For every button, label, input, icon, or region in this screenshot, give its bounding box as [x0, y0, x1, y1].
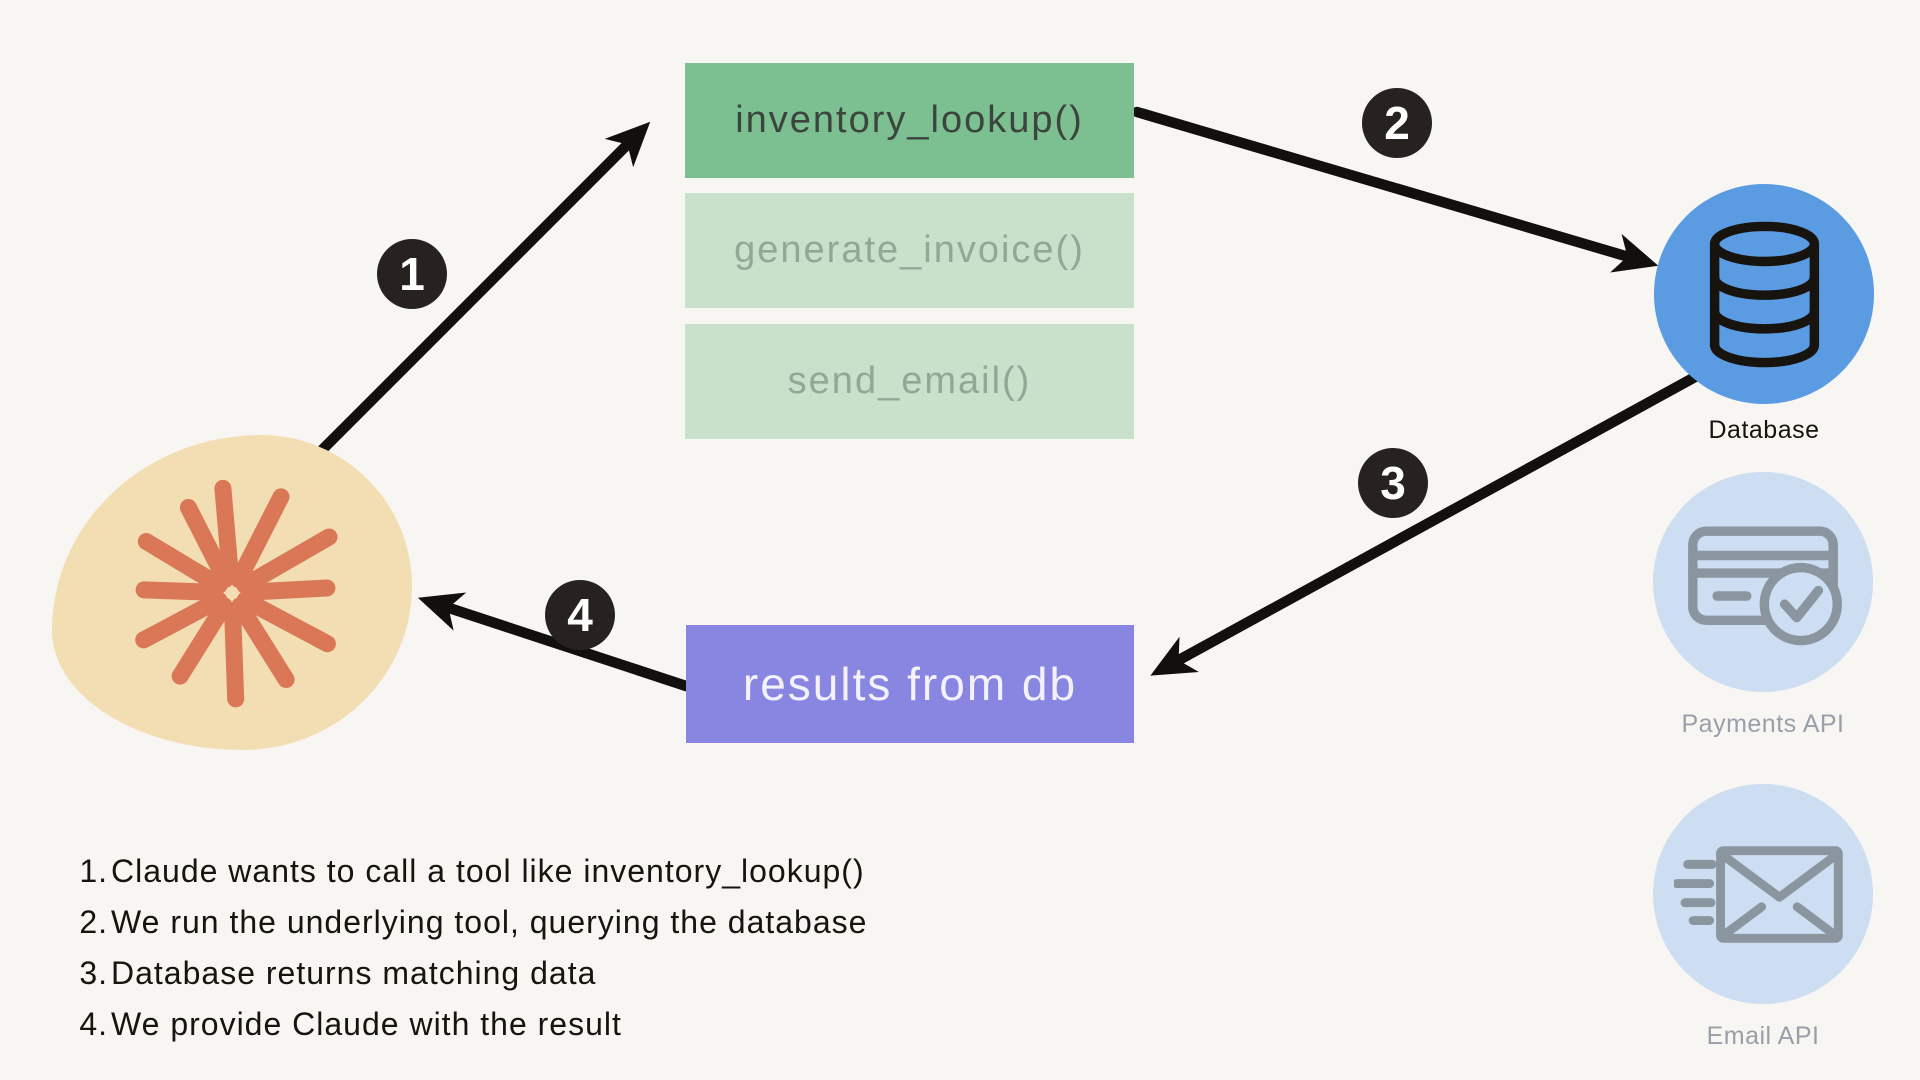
- step-badge-4: 4: [545, 580, 615, 650]
- service-label-email: Email API: [1706, 1022, 1820, 1050]
- database-icon: [1654, 184, 1874, 404]
- credit-card-icon: [1653, 472, 1873, 692]
- tool-box-inventory-lookup: inventory_lookup(): [685, 63, 1134, 178]
- service-database: Database: [1634, 184, 1894, 445]
- legend-text: We provide Claude with the result: [111, 1006, 622, 1042]
- steps-legend: 1. Claude wants to call a tool like inve…: [70, 846, 867, 1050]
- tool-label: generate_invoice(): [734, 229, 1085, 271]
- legend-item-3: 3. Database returns matching data: [70, 948, 867, 999]
- legend-number: 3.: [79, 955, 108, 991]
- service-label-payments: Payments API: [1681, 710, 1845, 738]
- tool-label: send_email(): [787, 360, 1032, 402]
- claude-starburst-icon: [135, 479, 338, 707]
- legend-item-2: 2. We run the underlying tool, querying …: [70, 897, 867, 948]
- arrow-step-1: [286, 121, 651, 486]
- service-payments-api: Payments API: [1633, 472, 1893, 739]
- legend-text: Claude wants to call a tool like invento…: [111, 853, 865, 889]
- tool-box-generate-invoice: generate_invoice(): [685, 193, 1134, 308]
- legend-number: 2.: [79, 904, 108, 940]
- legend-item-1: 1. Claude wants to call a tool like inve…: [70, 846, 867, 897]
- tool-label: inventory_lookup(): [735, 99, 1084, 141]
- arrow-step-3: [1150, 371, 1701, 676]
- legend-number: 4.: [79, 1006, 108, 1042]
- email-send-icon: [1653, 784, 1873, 1004]
- step-badge-1: 1: [377, 239, 447, 309]
- service-email-api: Email API: [1633, 784, 1893, 1051]
- step-badge-3: 3: [1358, 448, 1428, 518]
- service-label-database: Database: [1708, 416, 1820, 444]
- result-box-label: results from db: [742, 658, 1078, 710]
- arrow-step-2: [1131, 106, 1659, 273]
- legend-text: Database returns matching data: [111, 955, 597, 991]
- tool-box-send-email: send_email(): [685, 324, 1134, 439]
- legend-item-4: 4. We provide Claude with the result: [70, 999, 867, 1050]
- result-box: results from db: [686, 625, 1134, 743]
- database-cylinder-icon: [1709, 221, 1819, 367]
- legend-text: We run the underlying tool, querying the…: [111, 904, 868, 940]
- payment-card-check-icon: [1688, 525, 1842, 645]
- step-badge-2: 2: [1362, 88, 1432, 158]
- legend-number: 1.: [79, 853, 108, 889]
- envelope-speed-icon: [1674, 845, 1843, 943]
